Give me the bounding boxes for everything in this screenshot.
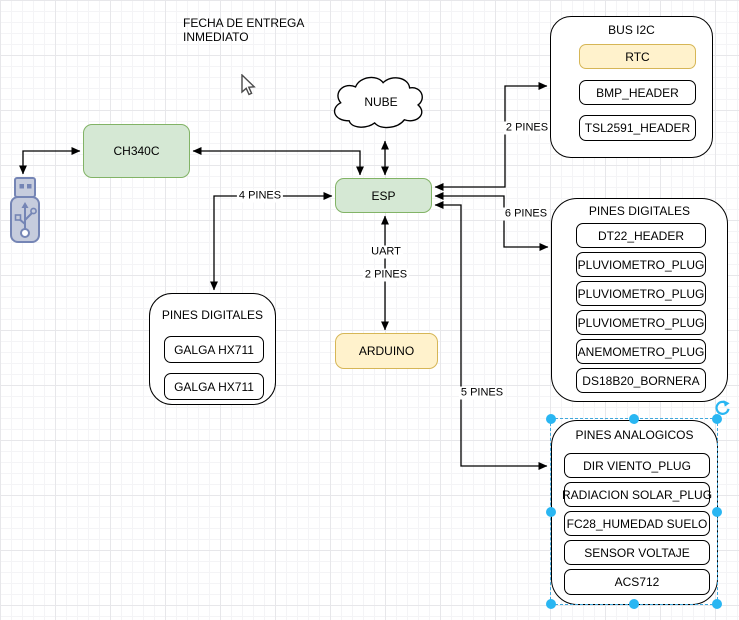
node-dt22-header[interactable]: DT22_HEADER	[576, 223, 706, 248]
node-ch340c[interactable]: CH340C	[83, 124, 190, 178]
edge-ch340c-esp[interactable]	[192, 147, 364, 176]
node-rtc[interactable]: RTC	[579, 44, 696, 69]
node-galga-hx711-2[interactable]: GALGA HX711	[164, 373, 264, 400]
node-sensor-voltaje[interactable]: SENSOR VOLTAJE	[564, 540, 710, 565]
edge-label-6-pines[interactable]: 6 PINES	[502, 207, 550, 221]
container-bus-i2c-title: BUS I2C	[608, 23, 655, 37]
node-fc28-humedad-suelo[interactable]: FC28_HUMEDAD SUELO	[564, 511, 710, 536]
node-acs712[interactable]: ACS712	[564, 569, 710, 595]
edge-label-5-pines[interactable]: 5 PINES	[458, 386, 506, 400]
edge-esp-bus-i2c[interactable]	[434, 82, 548, 191]
node-anemometro-plug[interactable]: ANEMOMETRO_PLUG	[576, 339, 706, 364]
usb-drive-icon[interactable]	[8, 176, 42, 249]
node-bmp-header[interactable]: BMP_HEADER	[579, 80, 696, 105]
node-tsl2591-header[interactable]: TSL2591_HEADER	[579, 115, 696, 141]
selection-handle-ne[interactable]	[712, 414, 722, 424]
selection-handle-n[interactable]	[629, 414, 639, 424]
container-bus-i2c[interactable]: BUS I2C RTC BMP_HEADER TSL2591_HEADER	[550, 16, 713, 158]
edge-esp-pines-digitales[interactable]	[434, 192, 549, 251]
edge-esp-galga[interactable]	[210, 192, 333, 291]
selection-handle-w[interactable]	[546, 507, 556, 517]
node-pluviometro-plug-3[interactable]: PLUVIOMETRO_PLUG	[576, 310, 706, 335]
node-ds18b20-bornera[interactable]: DS18B20_BORNERA	[576, 368, 706, 393]
node-galga-hx711-1[interactable]: GALGA HX711	[164, 336, 264, 363]
node-ch340c-label: CH340C	[113, 144, 160, 158]
node-dir-viento-plug[interactable]: DIR VIENTO_PLUG	[564, 453, 710, 478]
cloud-shape	[333, 76, 423, 129]
node-pluviometro-plug-2[interactable]: PLUVIOMETRO_PLUG	[576, 281, 706, 306]
selection-handle-sw[interactable]	[546, 599, 556, 609]
container-pines-digitales-left-title: PINES DIGITALES	[161, 308, 264, 322]
selection-handle-e[interactable]	[712, 507, 722, 517]
edge-label-2-pines-i2c[interactable]: 2 PINES	[503, 121, 551, 135]
container-pines-digitales-right[interactable]: PINES DIGITALES DT22_HEADER PLUVIOMETRO_…	[551, 198, 728, 402]
node-esp[interactable]: ESP	[335, 178, 432, 213]
edge-esp-pines-analogicos[interactable]	[434, 201, 548, 470]
edge-label-uart[interactable]: UART	[369, 245, 403, 259]
annotation-text[interactable]: FECHA DE ENTREGA INMEDIATO	[183, 16, 304, 44]
selection-handle-nw[interactable]	[546, 414, 556, 424]
mouse-cursor-icon	[240, 73, 256, 101]
node-esp-label: ESP	[371, 188, 396, 203]
container-pines-digitales-left[interactable]: PINES DIGITALES GALGA HX711 GALGA HX711	[149, 293, 276, 405]
node-arduino-label: ARDUINO	[358, 344, 415, 358]
container-pines-analogicos-title: PINES ANALOGICOS	[575, 428, 694, 442]
annotation-line1: FECHA DE ENTREGA	[183, 16, 305, 30]
container-pines-analogicos[interactable]: PINES ANALOGICOS DIR VIENTO_PLUG RADIACI…	[551, 420, 718, 605]
node-nube-label: NUBE	[364, 95, 398, 109]
node-arduino[interactable]: ARDUINO	[335, 333, 438, 369]
edge-label-4-pines[interactable]: 4 PINES	[236, 189, 284, 203]
edge-usb-ch340c[interactable]	[19, 147, 81, 175]
rotate-handle-icon[interactable]	[713, 399, 730, 421]
edge-label-2-pines-uart[interactable]: 2 PINES	[362, 268, 410, 282]
container-pines-digitales-right-title: PINES DIGITALES	[588, 204, 691, 218]
selection-handle-s[interactable]	[629, 599, 639, 609]
node-nube[interactable]: NUBE	[328, 71, 434, 141]
annotation-line2: INMEDIATO	[183, 30, 249, 44]
node-pluviometro-plug-1[interactable]: PLUVIOMETRO_PLUG	[576, 252, 706, 277]
selection-handle-se[interactable]	[712, 599, 722, 609]
node-radiacion-solar-plug[interactable]: RADIACION SOLAR_PLUG	[562, 482, 712, 507]
